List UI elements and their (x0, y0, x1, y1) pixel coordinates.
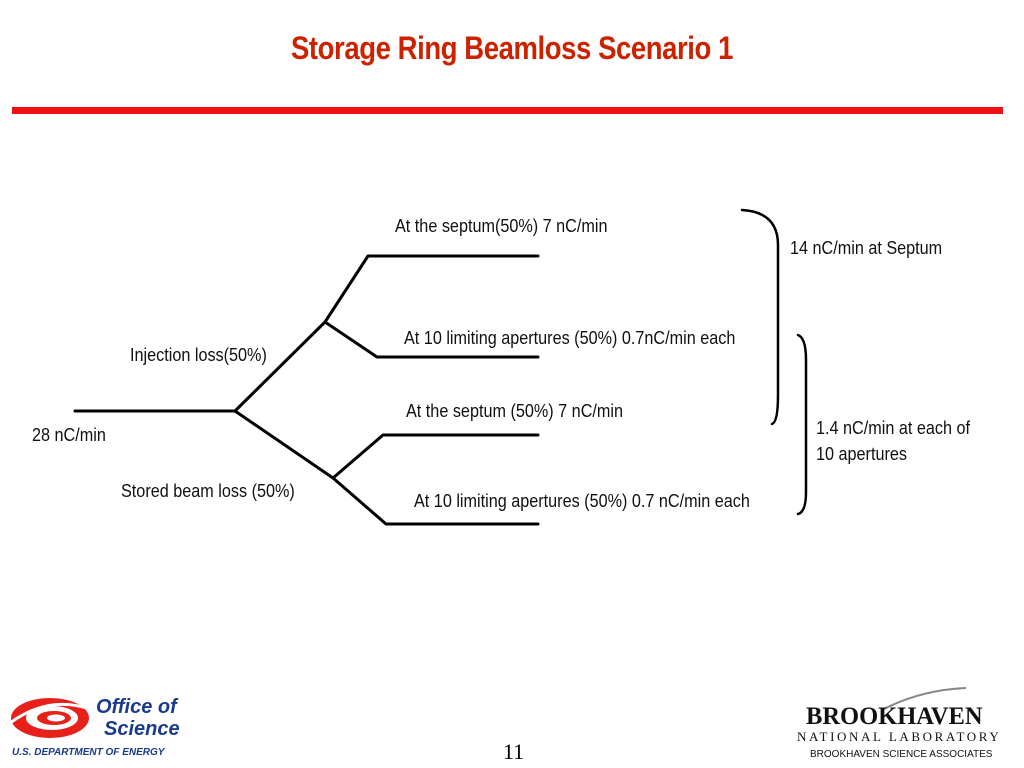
national-laboratory-label: NATIONAL LABORATORY (797, 729, 1002, 744)
brookhaven-swoosh-icon (881, 687, 967, 711)
leaf-4-label: At 10 limiting apertures (50%) 0.7 nC/mi… (414, 491, 750, 511)
doe-label: U.S. DEPARTMENT OF ENERGY (12, 747, 165, 758)
leaf-3-line (331, 433, 540, 480)
input-rate-label: 28 nC/min (32, 425, 106, 445)
leaf-2-line (323, 320, 540, 359)
leaf-3-label: At the septum (50%) 7 nC/min (406, 401, 623, 421)
office-of-science-line1: Office of (96, 696, 177, 718)
slide-title: Storage Ring Beamloss Scenario 1 (290, 30, 733, 66)
aperture-total-line1: 1.4 nC/min at each of (816, 418, 970, 438)
brookhaven-name: BROOKHAVEN (806, 703, 983, 730)
stored-beam-loss-label: Stored beam loss (50%) (121, 481, 295, 501)
page-number: 11 (503, 739, 525, 764)
brookhaven-science-associates-label: BROOKHAVEN SCIENCE ASSOCIATES (810, 749, 993, 760)
aperture-total-line2: 10 apertures (816, 444, 907, 464)
leaf-1-label: At the septum(50%) 7 nC/min (395, 216, 608, 236)
office-of-science-line2: Science (104, 718, 180, 740)
apertures-bracket (796, 333, 808, 516)
leaf-4-line (331, 476, 540, 526)
branch-stored-line (233, 409, 335, 480)
branch-injection-line (233, 320, 327, 413)
office-of-science-logo-icon (9, 698, 91, 738)
injection-loss-label: Injection loss(50%) (130, 345, 267, 365)
septum-total-label: 14 nC/min at Septum (790, 238, 943, 258)
leaf-1-line (323, 254, 540, 324)
title-underline (12, 107, 1003, 114)
septum-bracket (740, 208, 780, 426)
leaf-2-label: At 10 limiting apertures (50%) 0.7nC/min… (404, 328, 736, 348)
